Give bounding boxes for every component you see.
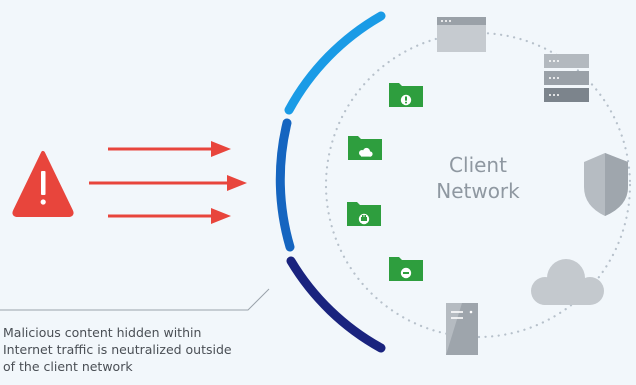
cloud-icon: [531, 259, 604, 305]
browser-window-icon: [437, 17, 486, 52]
folder-shop-icon: [347, 202, 381, 226]
caption-line1: Malicious content hidden within: [3, 325, 202, 340]
client-network-label-line2: Network: [436, 179, 520, 203]
caption-text: Malicious content hidden within Internet…: [3, 324, 303, 375]
threat-arrow-bottom: [108, 208, 231, 224]
client-network-label-line1: Client: [449, 153, 507, 177]
warning-triangle-icon: [12, 151, 74, 217]
caption-callout-line: [0, 288, 270, 311]
tower-pc-icon: [446, 303, 478, 355]
threat-arrow-middle: [89, 175, 247, 191]
client-network-label: Client Network: [398, 152, 558, 204]
caption-line3: of the client network: [3, 359, 133, 374]
shield-icon: [584, 153, 628, 216]
folder-cloud-icon: [348, 136, 382, 160]
shield-arc-bottom: [286, 256, 386, 353]
caption-line2: Internet traffic is neutralized outside: [3, 342, 232, 357]
threat-arrow-top: [108, 141, 231, 157]
folder-blocked-icon: [389, 257, 423, 281]
server-rack-icon: [544, 54, 589, 102]
folder-alert-icon: [389, 83, 423, 107]
shield-arc-top: [284, 11, 386, 115]
shield-arc-middle: [275, 118, 295, 252]
